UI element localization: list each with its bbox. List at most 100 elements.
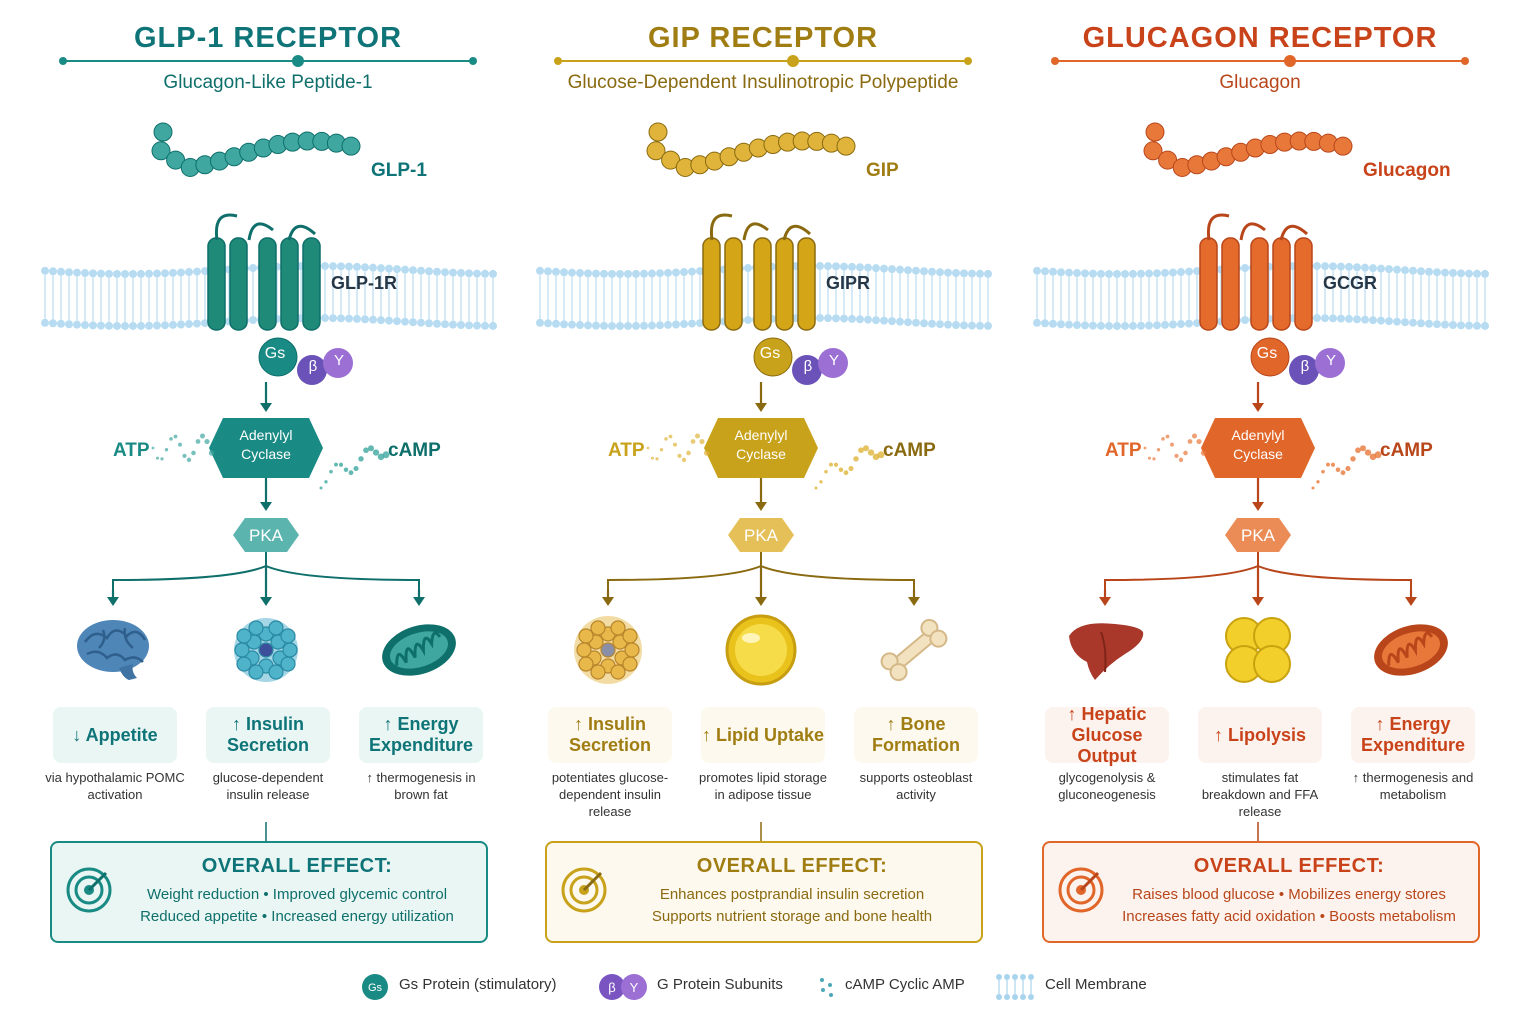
adenylyl-line1: Adenylyl [1231, 427, 1285, 443]
atp-label: ATP [113, 440, 150, 461]
bone-icon [880, 618, 948, 682]
pka-shape [1225, 518, 1291, 552]
effect-title: ↑ Energy Expenditure [359, 707, 483, 763]
gs-protein-icon [258, 337, 298, 377]
effect-title: ↓ Appetite [53, 707, 177, 763]
pathway-illustration [1033, 122, 1489, 841]
overall-effect-line1: Weight reduction • Improved glycemic con… [146, 886, 448, 903]
effect-title: ↑ Insulin Secretion [206, 707, 330, 763]
ligand-peptide [1143, 122, 1353, 177]
panel-title: GIP RECEPTOR [647, 22, 879, 54]
effect-description: stimulates fat breakdown and FFA release [1201, 770, 1319, 819]
pka-label: PKA [743, 526, 779, 545]
gip-receptor-panel: GIP RECEPTOR Glucose-Dependent Insulinotr… [528, 0, 998, 960]
receptor-helices [1199, 213, 1313, 331]
target-icon [66, 867, 112, 913]
lipid-droplet-icon [725, 614, 797, 686]
cell-membrane-icon [996, 974, 1034, 1000]
atp-label: ATP [608, 440, 645, 461]
atp-dots [151, 433, 215, 463]
effect-description: promotes lipid storage in adipose tissue [699, 770, 827, 802]
title-divider [59, 55, 477, 67]
atp-label: ATP [1105, 440, 1142, 461]
mitochondrion-icon [1374, 624, 1448, 676]
liver-icon [1069, 623, 1144, 680]
title-divider [1051, 55, 1469, 67]
receptor-helices [702, 213, 816, 331]
gs-protein-icon: Gs [362, 974, 388, 1000]
camp-dots [319, 445, 390, 490]
overall-effect-box: OVERALL EFFECT:Enhances postprandial ins… [545, 841, 983, 943]
camp-label: cAMP [1380, 440, 1433, 461]
legend-membrane-label: Cell Membrane [1045, 976, 1147, 993]
overall-effect-line2: Increases fatty acid oxidation • Boosts … [1122, 908, 1456, 925]
pka-shape [728, 518, 794, 552]
effect-title: ↑ Insulin Secretion [548, 707, 672, 763]
gs-label: Gs [264, 345, 286, 362]
overall-effect-line2: Supports nutrient storage and bone healt… [651, 908, 933, 925]
adenylyl-cyclase-shape [209, 418, 323, 478]
adenylyl-line2: Cyclase [736, 446, 786, 462]
gs-label: Gs [759, 345, 781, 362]
camp-label: cAMP [883, 440, 936, 461]
camp-dots [814, 445, 885, 490]
panel-title: GLUCAGON RECEPTOR [1082, 22, 1438, 54]
islet-cells-icon [574, 616, 642, 684]
fat-cells-icon [1225, 617, 1291, 683]
receptor-label: GLP-1R [331, 273, 398, 293]
effect-description: glycogenolysis & gluconeogenesis [1058, 770, 1156, 802]
gamma-label: Y [828, 352, 839, 369]
legend-beta-symbol: β [608, 980, 615, 995]
effect-title: ↑ Lipid Uptake [701, 707, 825, 763]
g-subunits-icon: β Y [599, 974, 647, 1000]
effect-description: ↑ thermogenesis and metabolism [1352, 770, 1474, 802]
gs-label: Gs [1256, 345, 1278, 362]
beta-subunit-icon [792, 355, 822, 385]
receptor-label: GCGR [1323, 273, 1377, 293]
overall-effect-line1: Enhances postprandial insulin secretion [659, 886, 925, 903]
gamma-subunit-icon [323, 348, 353, 378]
beta-label: β [308, 358, 318, 375]
receptor-label: GIPR [826, 273, 871, 293]
effect-description: supports osteoblast activity [859, 770, 973, 802]
gs-protein-icon [753, 337, 793, 377]
legend-gs-symbol: Gs [368, 982, 383, 994]
effect-title: ↑ Hepatic Glucose Output [1045, 704, 1169, 766]
legend-gs-label: Gs Protein (stimulatory) [399, 976, 557, 993]
atp-dots [646, 433, 710, 463]
panel-subtitle: Glucagon [1219, 72, 1301, 93]
legend-camp-label: cAMP Cyclic AMP [845, 976, 965, 993]
panel-title: GLP-1 RECEPTOR [133, 22, 403, 54]
camp-dots [1311, 445, 1382, 490]
overall-effect-line2: Reduced appetite • Increased energy util… [140, 908, 454, 925]
overall-effect-line1: Raises blood glucose • Mobilizes energy … [1132, 886, 1446, 903]
panel-subtitle: Glucose-Dependent Insulinotropic Polypep… [567, 72, 959, 93]
pathway-illustration [41, 122, 497, 841]
adenylyl-cyclase-shape [1201, 418, 1315, 478]
gamma-subunit-icon [1315, 348, 1345, 378]
effect-title: ↑ Lipolysis [1198, 707, 1322, 763]
camp-dots-icon [820, 978, 833, 997]
pka-shape [233, 518, 299, 552]
pka-label: PKA [248, 526, 284, 545]
overall-effect-box: OVERALL EFFECT:Raises blood glucose • Mo… [1042, 841, 1480, 943]
beta-subunit-icon [1289, 355, 1319, 385]
mitochondrion-icon [382, 624, 456, 676]
legend-gamma-symbol: Y [630, 980, 639, 995]
adenylyl-line1: Adenylyl [239, 427, 293, 443]
pancreatic-islet-icon [234, 618, 298, 682]
ligand-label: Glucagon [1363, 160, 1451, 181]
adenylyl-line2: Cyclase [241, 446, 291, 462]
target-icon [561, 867, 607, 913]
beta-label: β [803, 358, 813, 375]
legend-g-subunits-label: G Protein Subunits [657, 976, 783, 993]
adenylyl-cyclase-shape [704, 418, 818, 478]
atp-dots [1143, 433, 1207, 463]
gamma-label: Y [333, 352, 344, 369]
effect-title: ↑ Bone Formation [854, 707, 978, 763]
pathway-illustration [536, 122, 992, 841]
adenylyl-line1: Adenylyl [734, 427, 788, 443]
